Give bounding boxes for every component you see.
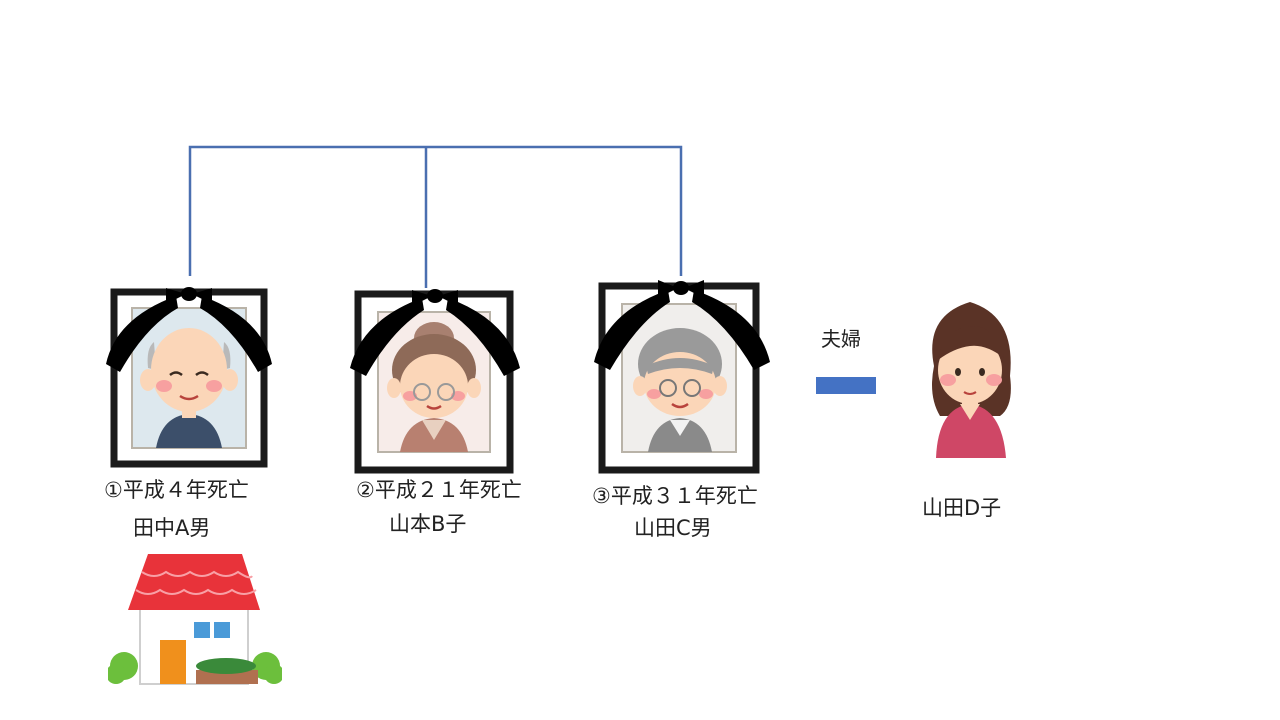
death-note-b: ②平成２１年死亡 xyxy=(356,478,522,502)
person-name-b: 山本B子 xyxy=(389,512,467,536)
marriage-bar xyxy=(816,377,876,394)
person-name-c: 山田C男 xyxy=(634,516,712,540)
house-icon xyxy=(108,548,282,688)
portrait-frame-c xyxy=(594,270,770,474)
bald-grandfather-icon xyxy=(140,328,238,448)
grandmother-icon xyxy=(387,322,481,452)
grandfather-glasses-icon xyxy=(633,328,727,452)
woman-icon xyxy=(914,296,1026,458)
portrait-frame-b xyxy=(350,280,520,474)
person-name-d: 山田D子 xyxy=(922,496,1002,520)
portrait-frame-a xyxy=(106,278,272,468)
death-note-a: ①平成４年死亡 xyxy=(104,478,249,502)
connector-line xyxy=(188,145,683,276)
death-note-c: ③平成３１年死亡 xyxy=(592,484,758,508)
spouse-label: 夫婦 xyxy=(821,327,861,351)
person-name-a: 田中A男 xyxy=(133,516,211,540)
